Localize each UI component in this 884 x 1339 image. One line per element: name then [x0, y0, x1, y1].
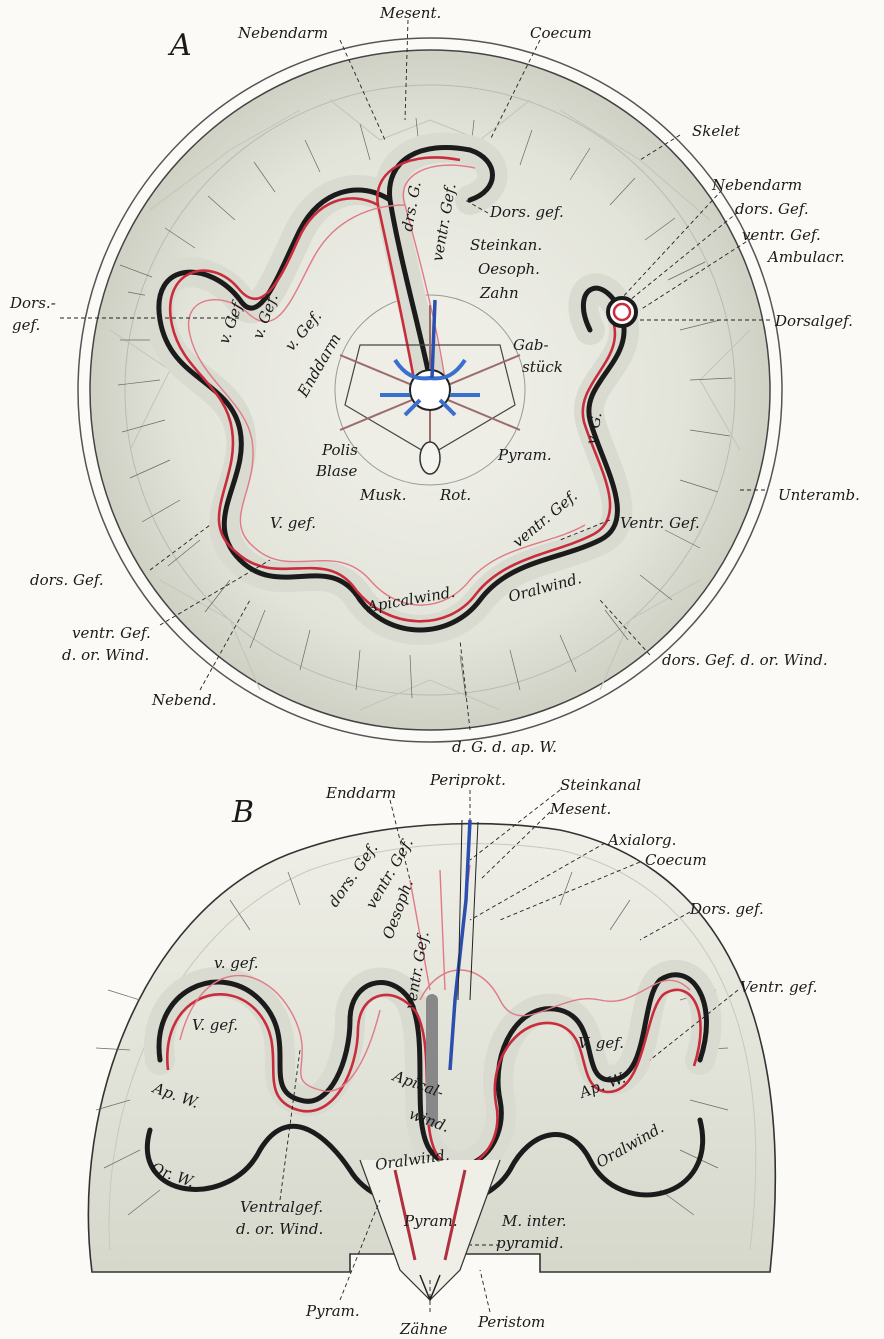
label-b-zaehne: Zähne	[399, 1320, 448, 1338]
label-dors-gef-left-2: gef.	[12, 316, 40, 334]
panel-letter-b: B	[231, 795, 254, 830]
label-stueck: stück	[522, 358, 563, 376]
label-b-m-inter-2: pyramid.	[496, 1234, 564, 1252]
label-polis: Polis	[321, 441, 358, 459]
figure-a: A	[9, 4, 860, 756]
label-b-v-gef-2: V. gef.	[192, 1016, 238, 1034]
label-dorsalgef: Dorsalgef.	[774, 312, 853, 330]
label-b-periprokt: Periprokt.	[429, 771, 506, 789]
label-b-enddarm: Enddarm	[325, 784, 396, 802]
label-b-dors-gef-right: Dors. gef.	[689, 900, 764, 918]
label-b-m-inter-1: M. inter.	[501, 1212, 567, 1230]
label-coecum: Coecum	[530, 24, 592, 42]
figure-b: B	[88, 771, 817, 1338]
label-ventr-gef-right: ventr. Gef.	[742, 226, 821, 244]
label-musk: Musk.	[359, 486, 407, 504]
label-dors-gef-left-1: Dors.-	[9, 294, 56, 312]
label-unteramb: Unteramb.	[778, 486, 860, 504]
label-dgdapw: d. G. d. ap. W.	[452, 738, 557, 756]
coiled-intestine-end	[608, 298, 636, 326]
label-b-peristom: Peristom	[477, 1313, 545, 1331]
panel-letter-a: A	[167, 28, 192, 63]
label-rot: Rot.	[439, 486, 471, 504]
label-dors-gef-or: dors. Gef. d. or. Wind.	[662, 651, 828, 669]
label-b-pyram-center: Pyram.	[403, 1212, 458, 1230]
label-b-ventralgef-1: Ventralgef.	[240, 1198, 323, 1216]
label-skelet: Skelet	[692, 122, 741, 140]
label-steinkan: Steinkan.	[470, 236, 542, 254]
label-dors-gef-left-low: dors. Gef.	[30, 571, 104, 589]
label-mesent: Mesent.	[379, 4, 441, 22]
label-zahn: Zahn	[479, 284, 519, 302]
label-b-pyram-bottom: Pyram.	[305, 1302, 360, 1320]
label-gab: Gab-	[513, 336, 549, 354]
label-b-v-gef-right: V. gef.	[578, 1034, 624, 1052]
label-nebend: Nebend.	[151, 691, 217, 709]
label-dors-gef-right: dors. Gef.	[735, 200, 809, 218]
label-nebendarm-right: Nebendarm	[711, 176, 802, 194]
label-ambulacr: Ambulacr.	[766, 248, 845, 266]
label-nebendarm-top: Nebendarm	[237, 24, 328, 42]
label-ventr-gef-right-low: Ventr. Gef.	[620, 514, 700, 532]
label-b-axialorg: Axialorg.	[606, 831, 676, 849]
label-b-mesent: Mesent.	[549, 800, 611, 818]
label-b-v-gef-1: v. gef.	[214, 954, 259, 972]
label-b-steinkanal: Steinkanal	[560, 776, 641, 794]
label-dors-gef-center: Dors. gef.	[489, 203, 564, 221]
label-ventr-gef-or-2: d. or. Wind.	[62, 646, 149, 664]
label-oesoph: Oesoph.	[478, 260, 540, 278]
label-b-ventralgef-2: d. or. Wind.	[236, 1220, 323, 1238]
label-ventr-gef-or-1: ventr. Gef.	[72, 624, 151, 642]
label-v-gef-low: V. gef.	[270, 514, 316, 532]
label-blase: Blase	[315, 462, 357, 480]
label-b-coecum: Coecum	[645, 851, 707, 869]
label-b-ventr-gef-right: Ventr. gef.	[740, 978, 817, 996]
label-pyram: Pyram.	[497, 446, 552, 464]
